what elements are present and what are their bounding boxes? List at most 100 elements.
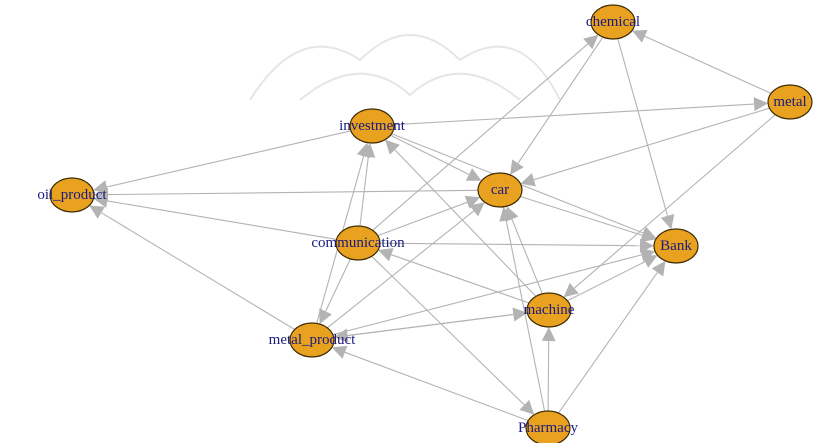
edge-line	[520, 195, 643, 236]
arrowhead-icon	[563, 282, 579, 298]
edge-line	[390, 134, 470, 175]
edge-line	[533, 107, 770, 181]
edge-line	[517, 36, 604, 164]
arrowhead-icon	[753, 97, 769, 112]
arrowhead-icon	[541, 327, 556, 342]
arrowhead-icon	[464, 195, 481, 209]
edge-car-to-Bank	[520, 195, 656, 242]
arrowhead-icon	[319, 308, 332, 324]
node-label: car	[491, 182, 509, 198]
nodes-layer: chemical metal investment oil_product car com…	[37, 4, 813, 443]
arrowhead-icon	[356, 142, 371, 158]
edge-metal_product-to-Bank	[332, 248, 656, 336]
edge-line	[332, 254, 642, 336]
node-circle	[477, 172, 523, 208]
node-circle	[526, 292, 572, 328]
edge-line	[644, 35, 772, 94]
edge-line	[379, 242, 641, 247]
edge-line	[558, 272, 658, 414]
edge-line	[325, 258, 351, 312]
node-circle	[289, 322, 335, 358]
node-communication: communication	[311, 225, 405, 261]
node-metal: metal	[767, 84, 813, 120]
edges-layer	[89, 30, 776, 422]
node-machine: machine	[524, 292, 575, 328]
edge-investment-to-metal	[393, 97, 769, 126]
node-label: oil_product	[37, 187, 107, 203]
edge-line	[573, 114, 776, 289]
edge-line	[101, 212, 295, 330]
edge-line	[344, 351, 529, 422]
node-label: machine	[524, 302, 575, 318]
edge-line	[359, 156, 369, 227]
edge-line	[391, 254, 530, 304]
edge-communication-to-chemical	[372, 34, 599, 231]
edge-machine-to-metal_product	[333, 312, 528, 343]
arrowhead-icon	[583, 34, 599, 50]
node-label: chemical	[586, 14, 640, 30]
edge-machine-to-investment	[385, 139, 537, 297]
node-chemical: chemical	[586, 4, 640, 40]
edge-metal-to-chemical	[632, 30, 772, 94]
edge-line	[511, 218, 543, 295]
arrowhead-icon	[93, 194, 109, 208]
edge-Pharmacy-to-Bank	[558, 260, 666, 414]
node-label: Bank	[660, 238, 692, 254]
edge-line	[106, 130, 352, 188]
arrowhead-icon	[639, 248, 656, 262]
edge-investment-to-oil_product	[93, 130, 352, 194]
arrowhead-icon	[385, 139, 400, 155]
arrowhead-icon	[89, 205, 105, 219]
node-Pharmacy: Pharmacy	[518, 410, 578, 443]
edge-line	[107, 200, 337, 240]
arrowhead-icon	[632, 30, 648, 43]
node-label: communication	[311, 235, 405, 251]
node-label: investment	[339, 118, 406, 134]
edge-line	[567, 261, 646, 302]
arrowhead-icon	[640, 228, 656, 242]
edge-communication-to-oil_product	[93, 194, 337, 240]
edge-line	[617, 38, 669, 217]
node-Bank: Bank	[653, 228, 699, 264]
arrowhead-icon	[331, 345, 348, 359]
node-circle	[590, 4, 636, 40]
background-watermark	[249, 34, 561, 101]
edge-communication-to-metal_product	[319, 258, 351, 324]
arrowhead-icon	[519, 399, 535, 415]
edge-chemical-to-car	[510, 36, 604, 175]
node-oil_product: oil_product	[37, 177, 107, 213]
edge-line	[547, 340, 550, 412]
arrowhead-icon	[469, 202, 485, 217]
edge-line	[333, 313, 514, 338]
edge-line	[393, 103, 755, 126]
node-circle	[767, 84, 813, 120]
edge-Pharmacy-to-machine	[541, 327, 556, 412]
edge-line	[505, 220, 546, 412]
arrowhead-icon	[660, 214, 675, 230]
node-label: metal	[773, 94, 806, 110]
node-circle	[525, 410, 571, 443]
node-metal_product: metal_product	[269, 322, 356, 358]
edge-line	[377, 201, 468, 237]
node-circle	[349, 108, 395, 144]
node-circle	[49, 177, 95, 213]
edge-metal_product-to-machine	[333, 307, 528, 338]
node-circle	[335, 225, 381, 261]
edge-investment-to-car	[390, 134, 482, 181]
node-label: Pharmacy	[518, 420, 578, 436]
edge-metal-to-car	[520, 107, 770, 187]
edge-car-to-oil_product	[94, 187, 479, 202]
edge-machine-to-communication	[378, 248, 530, 304]
arrowhead-icon	[510, 159, 524, 175]
edge-chemical-to-Bank	[617, 38, 675, 230]
edge-line	[107, 189, 479, 196]
node-circle	[653, 228, 699, 264]
edge-communication-to-Bank	[379, 238, 654, 253]
edge-metal_product-to-car	[326, 202, 485, 329]
arrowhead-icon	[465, 168, 482, 181]
node-car: car	[477, 172, 523, 208]
edge-Pharmacy-to-car	[499, 206, 546, 412]
edge-investment-to-Bank	[391, 133, 657, 240]
node-label: metal_product	[269, 332, 356, 348]
